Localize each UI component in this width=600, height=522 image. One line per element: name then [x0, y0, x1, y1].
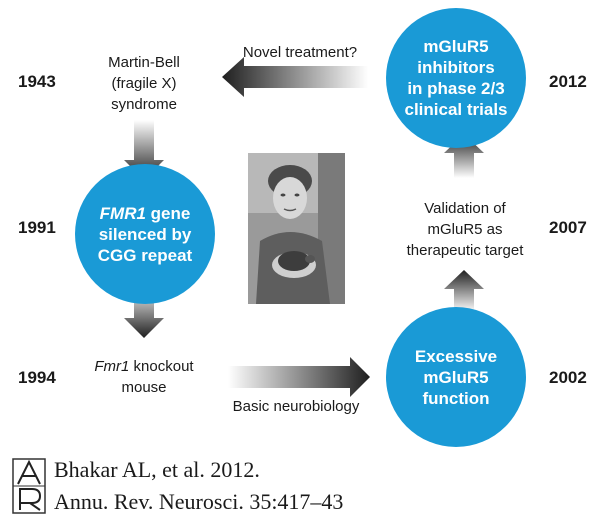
validation-line1: Validation of: [424, 200, 506, 217]
year-2012: 2012: [549, 72, 587, 91]
fmr1-knockout-italic: Fmr1: [94, 358, 130, 375]
fmr1-italic: FMR1: [99, 203, 146, 223]
validation-line2: mGluR5 as: [427, 221, 503, 238]
inhibitors-line1: mGluR5: [423, 37, 489, 56]
arrow-up-2002-2007: [444, 270, 484, 312]
fmr1-line2: silenced by: [98, 224, 192, 244]
validation-line3: therapeutic target: [406, 242, 524, 259]
year-2002: 2002: [549, 368, 587, 387]
boy-with-turtle-photo: [248, 153, 345, 304]
novel-treatment-caption: Novel treatment?: [242, 44, 358, 61]
knockout-line2: mouse: [121, 379, 167, 396]
year-1943: 1943: [18, 72, 56, 91]
inhibitors-line4: clinical trials: [404, 100, 508, 119]
year-1991: 1991: [18, 218, 56, 237]
validation-caption: Validation of mGluR5 as therapeutic targ…: [400, 198, 530, 261]
knockout-word: knockout: [129, 358, 194, 375]
year-1994: 1994: [18, 368, 56, 387]
photo-illustration: [248, 153, 345, 304]
martin-bell-caption: Martin-Bell (fragile X) syndrome: [86, 52, 202, 115]
arrow-right-1994-2002: [228, 357, 370, 397]
gene-word: gene: [145, 203, 191, 223]
citation-line1: Bhakar AL, et al. 2012.: [54, 457, 260, 482]
basic-neurobiology-caption: Basic neurobiology: [232, 398, 360, 415]
martin-bell-line3: syndrome: [111, 96, 177, 113]
mglur5-inhibitors-circle: mGluR5 inhibitors in phase 2/3 clinical …: [386, 8, 526, 148]
knockout-mouse-caption: Fmr1 knockout mouse: [86, 356, 202, 398]
excessive-line1: Excessive: [414, 346, 498, 366]
citation-line2: Annu. Rev. Neurosci. 35:417–43: [54, 489, 344, 514]
martin-bell-line1: Martin-Bell: [108, 54, 180, 71]
martin-bell-line2: (fragile X): [111, 75, 177, 92]
arrow-left-2012-1943: [222, 57, 368, 97]
excessive-line2: mGluR5: [423, 367, 489, 387]
inhibitors-line3: in phase 2/3: [407, 79, 505, 98]
year-2007: 2007: [549, 218, 587, 237]
fmr1-gene-circle: FMR1 gene silenced by CGG repeat: [75, 164, 215, 304]
annual-reviews-logo-icon: [12, 458, 46, 514]
excessive-mglur5-circle: Excessive mGluR5 function: [386, 307, 526, 447]
fmr1-line3: CGG repeat: [97, 245, 193, 265]
inhibitors-line2: inhibitors: [417, 58, 495, 77]
excessive-line3: function: [422, 388, 490, 408]
